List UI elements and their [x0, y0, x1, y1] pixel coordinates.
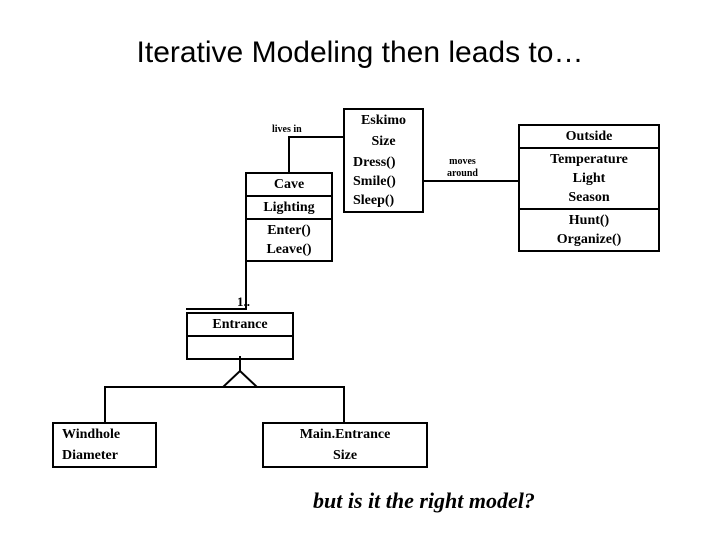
- association-label-lives-in: lives in: [272, 124, 302, 135]
- generalization-branch-main-entrance: [343, 386, 345, 422]
- assoc-line-cave-eskimo-vertical: [288, 136, 290, 172]
- class-box-cave-name: Cave: [273, 177, 305, 192]
- class-box-main-entrance-attributes: Size: [332, 448, 358, 463]
- class-box-main-entrance[interactable]: Main.Entrance Size: [262, 422, 428, 468]
- slide-caption: but is it the right model?: [313, 488, 535, 513]
- moves-around-line2: around: [447, 168, 478, 179]
- class-box-outside[interactable]: Outside Temperature Light Season Hunt() …: [518, 124, 660, 252]
- class-box-main-entrance-name: Main.Entrance: [299, 427, 391, 442]
- generalization-stem: [239, 356, 241, 372]
- assoc-line-cave-entrance-horizontal: [186, 308, 247, 310]
- class-box-cave-operations: Enter() Leave(): [247, 218, 331, 260]
- association-label-moves-around: moves around: [447, 156, 478, 180]
- page-title: Iterative Modeling then leads to…: [136, 36, 584, 69]
- generalization-crossbar: [104, 386, 344, 388]
- assoc-line-cave-entrance-vertical: [245, 262, 247, 310]
- class-box-entrance-attributes: [188, 335, 292, 358]
- class-box-outside-operations: Hunt() Organize(): [520, 208, 658, 250]
- class-box-eskimo-attributes: Size: [371, 134, 396, 149]
- class-box-windhole-attributes: Diameter: [62, 448, 118, 463]
- class-box-eskimo-name: Eskimo: [360, 113, 407, 128]
- assoc-line-eskimo-outside: [424, 180, 518, 182]
- class-box-cave[interactable]: Cave Lighting Enter() Leave(): [245, 172, 333, 262]
- class-box-windhole-name: Windhole: [62, 427, 121, 442]
- generalization-branch-windhole: [104, 386, 106, 422]
- assoc-line-cave-eskimo-horizontal: [288, 136, 344, 138]
- multiplicity-entrance: 1..: [237, 294, 250, 309]
- class-box-entrance-name: Entrance: [212, 317, 268, 332]
- class-box-cave-attributes: Lighting: [247, 195, 331, 218]
- class-box-entrance[interactable]: Entrance: [186, 312, 294, 360]
- class-box-eskimo[interactable]: Eskimo Size Dress() Smile() Sleep(): [343, 108, 424, 213]
- class-box-eskimo-operations: Dress() Smile() Sleep(): [353, 155, 396, 208]
- class-box-windhole[interactable]: Windhole Diameter: [52, 422, 157, 468]
- class-box-outside-name: Outside: [565, 129, 613, 144]
- class-box-outside-attributes: Temperature Light Season: [520, 147, 658, 208]
- moves-around-line1: moves: [449, 156, 476, 167]
